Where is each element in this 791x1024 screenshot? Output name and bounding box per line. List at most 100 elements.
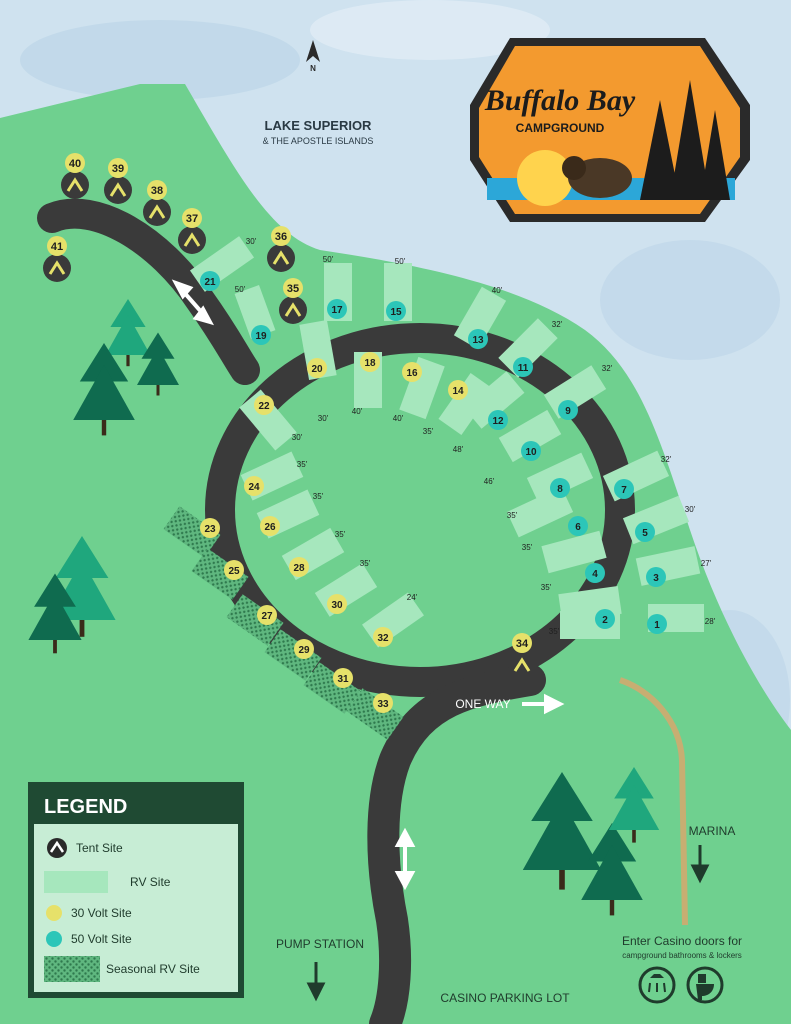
site-number: 21 <box>204 277 216 288</box>
site-number: 33 <box>377 699 389 710</box>
volt50-site-marker <box>568 516 588 536</box>
logo-sub: CAMPGROUND <box>516 121 605 135</box>
pine-tree-icon <box>105 315 151 355</box>
volt30-site-marker <box>244 476 264 496</box>
pine-tree-icon <box>55 536 109 578</box>
legend: LEGEND Tent Site RV Site 30 Volt Site 50… <box>28 782 244 998</box>
rv-site-pad <box>463 371 525 429</box>
tent-site-number-badge <box>182 208 202 228</box>
volt30-site-marker <box>260 516 280 536</box>
volt30-site-marker <box>360 352 380 372</box>
volt50-site-marker <box>468 329 488 349</box>
pad-length-label: 35' <box>335 530 346 539</box>
seasonal-rv-pad <box>191 548 249 600</box>
pad-length-label: 35' <box>549 627 560 636</box>
tent-site-number-badge <box>283 278 303 298</box>
site-number: 16 <box>406 368 418 379</box>
seasonal-rv-pad <box>163 506 221 558</box>
pad-length-label: 46' <box>484 477 495 486</box>
pad-length-label: 32' <box>552 320 563 329</box>
tent-site-number: 36 <box>275 231 287 243</box>
pad-length-label: 32' <box>602 364 613 373</box>
volt30-site-marker <box>254 395 274 415</box>
volt30-site-marker <box>224 560 244 580</box>
pine-tree-icon <box>110 299 146 327</box>
rv-site-pad <box>498 409 562 463</box>
seasonal-rv-pad <box>346 688 404 740</box>
compass-icon: N <box>306 40 320 73</box>
site-number: 18 <box>364 358 376 369</box>
site-number: 6 <box>575 522 581 533</box>
volt30-site-marker <box>294 639 314 659</box>
site-number: 10 <box>525 447 537 458</box>
tree-trunk <box>101 420 107 436</box>
site-number: 17 <box>331 305 343 316</box>
site-number: 3 <box>653 573 659 584</box>
two-way-arrow <box>171 279 215 326</box>
volt30-site-marker <box>200 518 220 538</box>
volt50-site-marker <box>614 479 634 499</box>
tent-site-marker <box>143 198 171 226</box>
rv-site-pad <box>506 486 574 538</box>
site-number: 31 <box>337 674 349 685</box>
tree-trunk <box>609 900 615 916</box>
tent-site-marker <box>267 244 295 272</box>
site-number: 12 <box>492 416 504 427</box>
compass-letter: N <box>310 64 316 73</box>
pine-tree-icon <box>581 845 643 900</box>
tree-trunk <box>632 830 636 843</box>
pad-length-label: 30' <box>292 433 303 442</box>
shower-icon <box>638 966 676 1004</box>
site-number: 26 <box>264 522 276 533</box>
site-number: 15 <box>390 307 402 318</box>
tent-site-number-badge <box>271 226 291 246</box>
site-number: 27 <box>261 611 273 622</box>
volt30-site-marker <box>448 380 468 400</box>
pine-tree-icon <box>531 772 593 821</box>
pad-length-label: 40' <box>492 286 503 295</box>
pine-tree-icon <box>614 767 654 799</box>
site-number: 30 <box>331 600 343 611</box>
tent-site-number: 37 <box>186 213 198 225</box>
volt30-site-marker <box>257 605 277 625</box>
site-number: 25 <box>228 566 240 577</box>
site-number: 14 <box>452 386 464 397</box>
rv-site-pad <box>498 318 558 378</box>
toilet-icon <box>686 966 724 1004</box>
tree-trunk <box>156 385 160 396</box>
volt50-site-marker <box>585 563 605 583</box>
pad-length-label: 35' <box>507 511 518 520</box>
volt50-site-marker <box>251 325 271 345</box>
arrow-down-icon <box>306 962 326 1002</box>
pad-length-label: 30' <box>685 505 696 514</box>
volt50-site-marker <box>200 271 220 291</box>
pine-tree-icon <box>608 785 660 830</box>
tree-trunk <box>79 620 85 637</box>
volt50-site-marker <box>550 478 570 498</box>
volt30-site-marker <box>327 594 347 614</box>
logo-name: Buffalo Bay <box>484 84 636 117</box>
site-number: 9 <box>565 406 571 417</box>
legend-item-label: Tent Site <box>76 841 123 855</box>
one-way-label: ONE WAY <box>455 697 510 711</box>
pine-tree-icon <box>79 343 129 382</box>
pump-station-label: PUMP STATION <box>276 937 364 951</box>
legend-item-label: RV Site <box>130 875 171 889</box>
volt50-site-marker <box>595 609 615 629</box>
rv-pad-swatch <box>44 871 108 893</box>
volt30-site-marker <box>307 358 327 378</box>
site-number: 2 <box>602 615 608 626</box>
pad-length-label: 24' <box>407 593 418 602</box>
tent-site-number-badge <box>147 180 167 200</box>
volt30-site-marker <box>333 668 353 688</box>
pine-tree-icon <box>587 823 637 862</box>
tent-site-number: 34 <box>516 638 529 650</box>
pad-length-label: 50' <box>323 255 334 264</box>
lake-subtitle: & THE APOSTLE ISLANDS <box>263 136 374 146</box>
rv-site-pad <box>399 356 445 420</box>
pad-length-label: 30' <box>246 237 257 246</box>
tent-icon <box>272 250 290 265</box>
tent-icon <box>109 182 127 197</box>
